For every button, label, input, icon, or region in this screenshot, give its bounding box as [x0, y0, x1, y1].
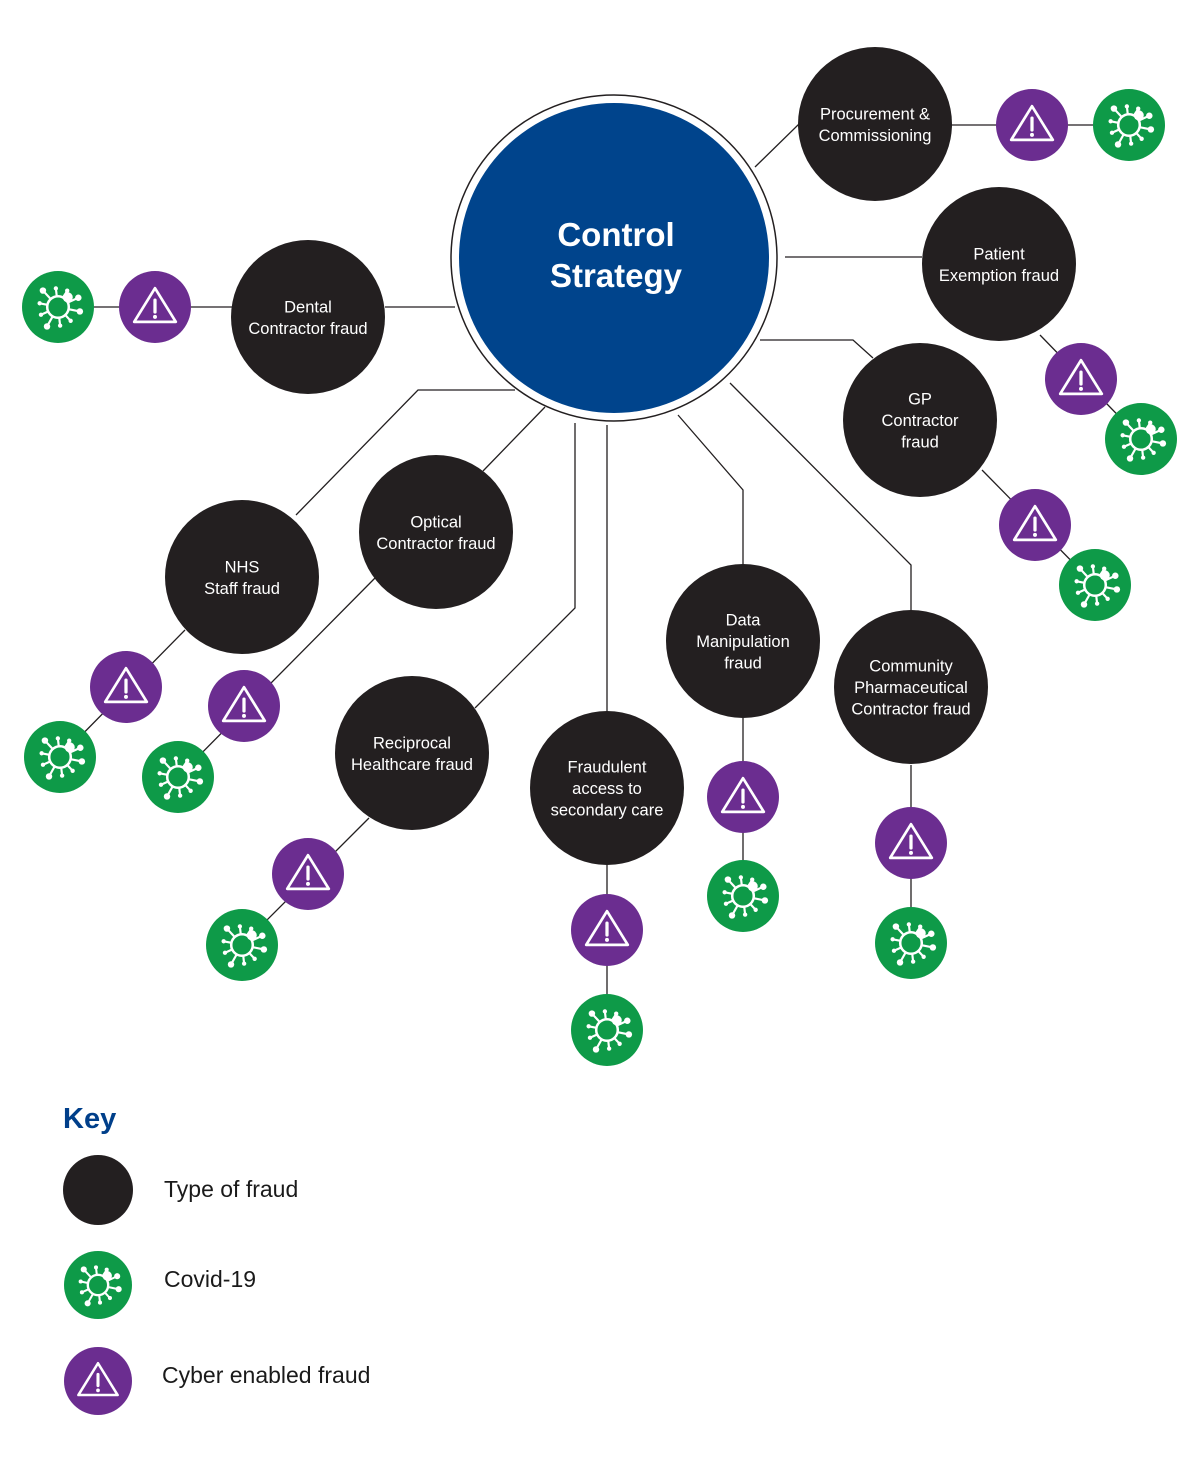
- fraud-node-label: Pharmaceutical: [854, 679, 968, 697]
- key-label-fraud: Type of fraud: [164, 1176, 299, 1202]
- virus-icon: [64, 1251, 132, 1319]
- center-title: Control: [557, 216, 674, 253]
- fraud-node-circle: [335, 676, 489, 830]
- fraud-node-label: fraud: [724, 655, 762, 673]
- fraud-node-procurement[interactable]: Procurement & Commissioning: [798, 47, 952, 201]
- warning-triangle-icon: [90, 651, 162, 723]
- key-title: Key: [63, 1103, 117, 1135]
- warning-triangle-icon: [571, 894, 643, 966]
- icon-nodes: [22, 89, 1177, 1066]
- icon-chain-line-optical: [177, 576, 377, 778]
- virus-icon: [142, 741, 214, 813]
- fraud-node-label: Contractor fraud: [248, 320, 367, 338]
- key-label-cyber: Cyber enabled fraud: [162, 1362, 371, 1388]
- connector-line-community-pharma: [729, 382, 912, 612]
- connector-line-nhs-staff: [295, 389, 515, 516]
- fraud-nodes: Procurement & CommissioningPatientExempti…: [165, 47, 1076, 865]
- control-strategy-diagram: Procurement & CommissioningPatientExempti…: [22, 47, 1177, 1066]
- center-circle: [459, 103, 769, 413]
- fraud-node-label: Staff fraud: [204, 580, 280, 598]
- fraud-node-label: Contractor fraud: [376, 535, 495, 553]
- connector-line-reciprocal: [474, 423, 576, 709]
- fraud-node-label: secondary care: [551, 802, 664, 820]
- fraud-node-label: Patient: [973, 245, 1025, 263]
- fraud-node-label: fraud: [901, 434, 939, 452]
- fraud-node-circle: [922, 187, 1076, 341]
- fraud-node-label: Dental: [284, 298, 332, 316]
- fraud-node-label: Manipulation: [696, 633, 790, 651]
- fraud-node-gp-contractor[interactable]: GP Contractor fraud: [843, 343, 997, 497]
- fraud-node-circle: [843, 343, 997, 497]
- fraud-node-label: Healthcare fraud: [351, 756, 473, 774]
- fraud-node-label: Reciprocal: [373, 734, 451, 752]
- virus-icon: [24, 721, 96, 793]
- warning-triangle-icon: [707, 761, 779, 833]
- connector-line-procurement: [754, 123, 800, 168]
- virus-icon: [1093, 89, 1165, 161]
- fraud-node-fraudulent-access[interactable]: Fraudulent access to secondary care: [530, 711, 684, 865]
- warning-triangle-icon: [119, 271, 191, 343]
- fraud-node-label: Optical: [410, 513, 461, 531]
- fraud-node-label: access to: [572, 780, 642, 798]
- warning-triangle-icon: [875, 807, 947, 879]
- fraud-node-circle: [666, 564, 820, 718]
- fraud-node-label: Community: [869, 658, 953, 676]
- connector-line-optical: [482, 406, 546, 472]
- connector-line-gp-contractor: [760, 339, 874, 359]
- fraud-node-label: Exemption fraud: [939, 267, 1059, 285]
- warning-triangle-icon: [999, 489, 1071, 561]
- virus-icon: [875, 907, 947, 979]
- warning-triangle-icon: [996, 89, 1068, 161]
- virus-icon: [1059, 549, 1131, 621]
- warning-triangle-icon: [208, 670, 280, 742]
- key-swatch-fraud: [63, 1155, 133, 1225]
- key-swatch-covid: [64, 1251, 132, 1319]
- fraud-node-label: Procurement &: [820, 105, 930, 123]
- fraud-node-label: NHS: [225, 558, 260, 576]
- fraud-node-circle: [231, 240, 385, 394]
- fraud-node-label: Data: [726, 612, 762, 630]
- fraud-node-circle: [359, 455, 513, 609]
- fraud-node-label: Contractor: [881, 412, 959, 430]
- connector-line-data-manipulation: [677, 414, 744, 566]
- virus-icon: [22, 271, 94, 343]
- fraud-node-label: Contractor fraud: [851, 701, 970, 719]
- fraud-node-circle: [530, 711, 684, 865]
- virus-icon: [1105, 403, 1177, 475]
- key-label-covid: Covid-19: [164, 1266, 257, 1292]
- fraud-node-label: Fraudulent: [568, 759, 647, 777]
- warning-triangle-icon: [64, 1347, 132, 1415]
- virus-icon: [206, 909, 278, 981]
- key-swatch-cyber: [64, 1347, 132, 1415]
- virus-icon: [707, 860, 779, 932]
- fraud-node-nhs-staff[interactable]: NHS Staff fraud: [165, 500, 319, 654]
- fraud-node-circle: [798, 47, 952, 201]
- warning-triangle-icon: [1045, 343, 1117, 415]
- fraud-node-label: Commissioning: [819, 127, 932, 145]
- fraud-node-label: GP: [908, 391, 932, 409]
- virus-icon: [571, 994, 643, 1066]
- center-title: Strategy: [550, 257, 683, 294]
- fraud-node-circle: [165, 500, 319, 654]
- fraud-node-circle: [834, 610, 988, 764]
- warning-triangle-icon: [272, 838, 344, 910]
